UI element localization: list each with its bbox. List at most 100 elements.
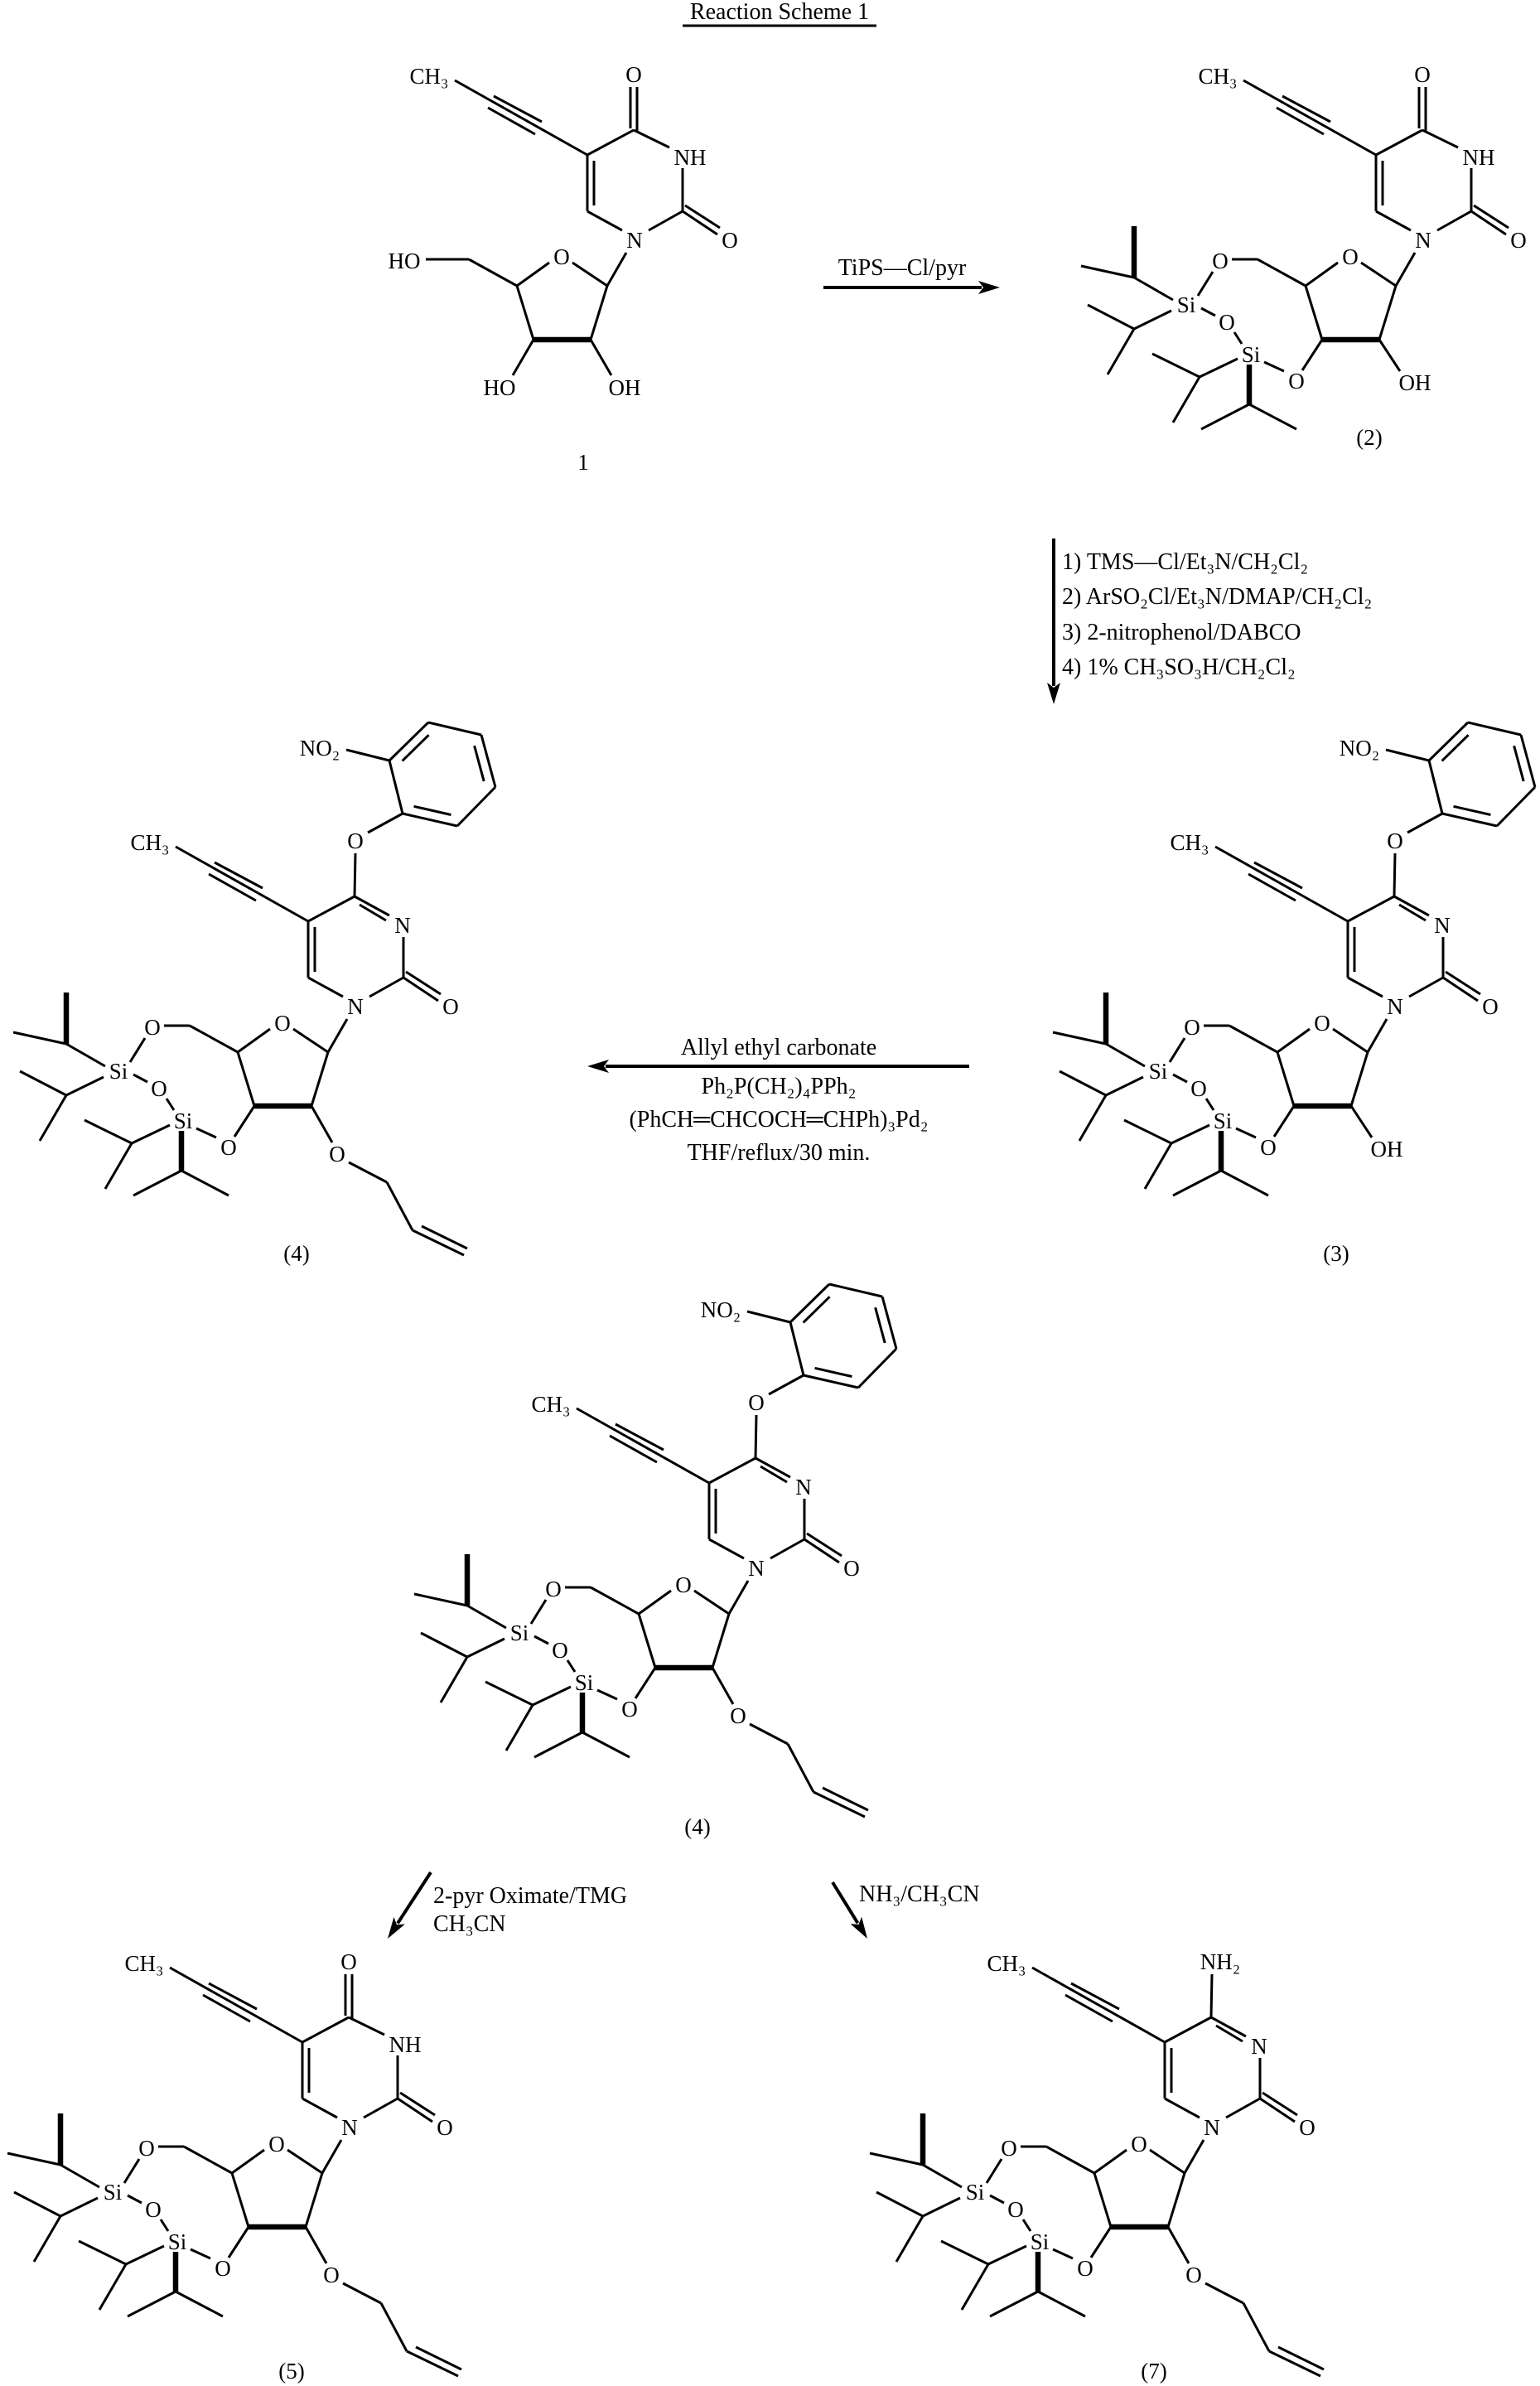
bond [923,2198,960,2216]
reaction-condition: 4) 1% CH₃SO₃H/CH₂Cl₂ [1062,654,1296,680]
atom-label-o3p: O [220,1135,237,1160]
bond [1348,978,1383,997]
bond [302,2017,349,2042]
bond [1106,1044,1145,1066]
bond [1361,263,1396,286]
atom-label-n1: N [1387,994,1403,1019]
atom-label-o4: O [1387,828,1403,853]
bond [414,806,451,814]
bond [232,2173,249,2227]
atom-label-o4p: O [1131,2132,1147,2157]
bond [60,2198,98,2216]
atom-label-n1: N [1204,2115,1220,2140]
bond [987,2159,1002,2183]
bond [105,1143,132,1189]
bond [941,2241,988,2264]
atom-label-n3: N [1251,2034,1267,2059]
bond [1236,1128,1256,1137]
bond [1091,2227,1111,2258]
bond [232,2150,264,2173]
bond [381,2303,407,2351]
atom-label-n1: N [347,994,364,1019]
bond [870,2153,923,2165]
bond [1221,1171,1268,1195]
compound-number: (5) [278,2359,304,2384]
compound-5: ONNHOCH₃OOSiOSiOO [7,1949,461,2376]
atom-label-o4p: O [274,1011,291,1036]
bond [534,1636,548,1644]
bond [1165,2017,1211,2042]
bond [1060,1071,1106,1095]
bond [591,286,607,340]
atom-label-n1: N [748,1556,765,1581]
reaction-arrow-shaft [833,1882,857,1923]
bond [1243,80,1376,155]
bond [587,211,622,230]
bond [364,2099,398,2118]
atom-label-o2: O [1482,994,1499,1019]
bond [1396,253,1415,286]
atom-label-o4: O [1414,62,1431,87]
bond [128,2292,176,2316]
bond [517,286,533,340]
bond [747,1311,790,1322]
atom-label-o2: O [1510,228,1527,253]
bond [181,1171,229,1195]
bond [475,746,485,781]
compound-4-middle: ONNONO₂CH₃OOSiOSiOO [414,1284,896,1817]
bond [1394,853,1395,896]
bond [428,722,481,735]
compound-7: ONNNH₂CH₃OOSiOSiOO [870,1949,1324,2376]
bond [1081,266,1134,278]
bond [1306,263,1338,286]
bond [1468,722,1521,735]
bond [66,1044,105,1066]
atom-label-o4: O [748,1390,765,1415]
bond [387,1182,413,1230]
bond [311,1052,328,1106]
bond [66,1077,104,1095]
atom-label-ch3: CH₃ [131,830,170,855]
atom-label-o2: O [1299,2115,1316,2140]
bond [485,1682,533,1705]
atom-label-si2: Si [168,2229,187,2254]
bond [1094,2150,1127,2173]
bond [1185,2140,1204,2173]
atom-label-o4p: O [1314,1011,1330,1036]
bond [1173,377,1200,423]
atom-label-o5p: O [138,2136,155,2161]
bond [534,1732,582,1757]
atom-label-n1: N [341,2115,358,2140]
atom-label-o5p: HO [389,249,421,273]
bond [531,1600,546,1624]
bond [769,1375,804,1394]
bond [896,2216,923,2262]
bond [1023,2219,1031,2231]
bond [126,2246,164,2264]
atom-label-ch3: CH₃ [410,64,449,89]
bond [238,1052,254,1106]
bond [133,1075,147,1082]
reaction-arrow-shaft [398,1872,431,1924]
bond [582,1732,630,1757]
bond [591,1587,639,1614]
atom-label-o4p: O [675,1572,692,1597]
bond [829,1284,882,1297]
atom-label-no2: NO₂ [1340,736,1379,761]
bond [1038,2292,1085,2316]
bond [308,978,343,997]
bond [368,814,403,833]
reaction-condition: 3) 2-nitrophenol/DABCO [1062,620,1301,645]
bond [533,1687,571,1705]
bond [1053,2249,1073,2258]
bond [513,340,533,375]
bond [1201,308,1215,316]
bond [84,1120,132,1143]
bond [858,1349,896,1388]
bond [349,1162,387,1182]
bond [1442,735,1469,761]
atom-label-n1: N [1415,228,1431,253]
atom-label-o5p: O [545,1577,562,1601]
bond [990,2195,1004,2203]
